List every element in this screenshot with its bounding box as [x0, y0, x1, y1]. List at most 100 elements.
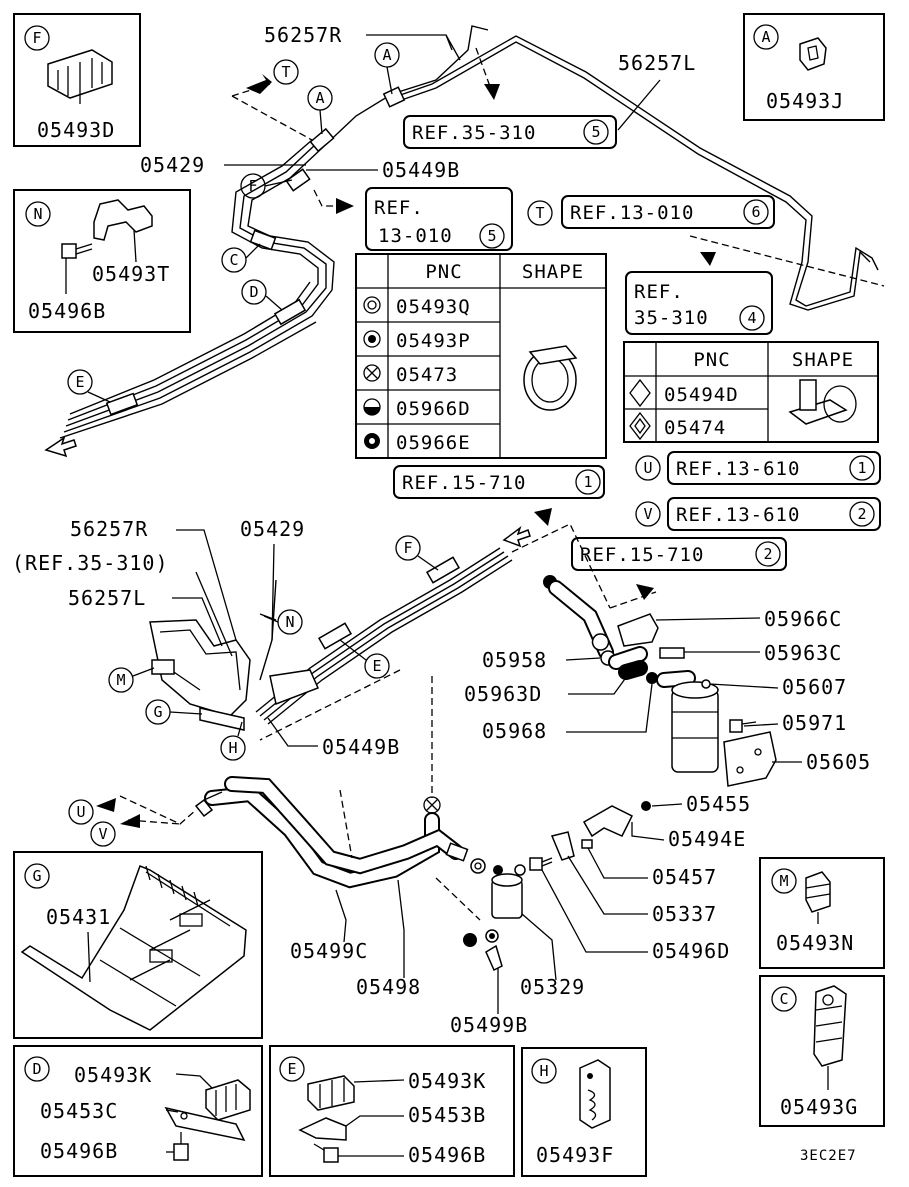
detail-box-n: N 05493T 05496B: [13, 189, 191, 333]
label-05498: 05498: [356, 975, 421, 999]
svg-text:6: 6: [751, 203, 760, 221]
ref-35-310-4-box: REF. 35-310 4: [625, 271, 773, 335]
label-05499c: 05499C: [290, 939, 368, 963]
svg-text:REF.: REF.: [374, 197, 424, 219]
ref-35-310-5-box: REF.35-310 5: [403, 115, 617, 149]
svg-text:T: T: [535, 204, 544, 222]
svg-text:M: M: [116, 671, 125, 689]
svg-text:H: H: [228, 739, 237, 757]
middle-assembly: [149, 508, 777, 787]
svg-text:D: D: [32, 1060, 41, 1078]
pnc-table-2: PNC SHAPE 05494D 05474: [623, 341, 879, 443]
label-05966c: 05966C: [764, 607, 842, 631]
svg-text:REF.15-710: REF.15-710: [580, 544, 704, 566]
svg-text:PNC: PNC: [425, 261, 462, 283]
detail-box-e: E 05493K 05453B 05496B: [269, 1045, 515, 1177]
svg-text:1: 1: [583, 473, 592, 491]
clip-05493k-e-icon: [307, 1075, 355, 1111]
thick-ring-circle-icon: [364, 433, 380, 449]
label-05958: 05958: [482, 648, 547, 672]
svg-text:E: E: [287, 1060, 296, 1078]
label-05605: 05605: [806, 750, 871, 774]
label-05429-top: 05429: [140, 153, 205, 177]
svg-text:REF.13-610: REF.13-610: [676, 458, 800, 480]
bracket-05453b-icon: [298, 1117, 347, 1141]
clip-05493k-d-icon: [205, 1079, 251, 1121]
svg-text:A: A: [761, 28, 770, 46]
ref-13-610-1-box: U REF.13-610 1: [635, 451, 881, 485]
svg-text:5: 5: [487, 227, 496, 245]
svg-text:F: F: [403, 539, 412, 557]
middle-labels: 56257R 05429 (REF.35-310) 56257L N F E M…: [12, 517, 871, 774]
label-05429-mid: 05429: [240, 517, 305, 541]
label-05493k-d: 05493K: [74, 1063, 152, 1087]
fuel-line-assembly-top: [44, 25, 879, 458]
top-callouts: A A F C D E T: [67, 42, 885, 403]
svg-text:35-310: 35-310: [634, 307, 709, 329]
svg-text:REF.: REF.: [634, 281, 684, 303]
lower-labels: 05455 05494E 05457 05337 05496D 05499C 0…: [290, 792, 751, 1037]
svg-text:2: 2: [763, 545, 772, 563]
label-05971: 05971: [782, 711, 847, 735]
label-05455: 05455: [686, 792, 751, 816]
top-labels: 56257R 56257L 05429 05449B: [140, 23, 695, 182]
bolt-05496b-icon: [61, 243, 93, 259]
label-05493n: 05493N: [776, 931, 854, 955]
svg-text:G: G: [153, 703, 162, 721]
label-05337: 05337: [652, 902, 717, 926]
clip-05493j-icon: [799, 37, 827, 71]
clip-05493d-icon: [47, 49, 113, 104]
label-05493f: 05493F: [536, 1143, 614, 1167]
ref-13-010-6-box: T REF.13-010 6: [527, 195, 775, 229]
svg-text:05493Q: 05493Q: [396, 296, 471, 318]
svg-text:V: V: [98, 825, 107, 843]
svg-text:E: E: [372, 657, 381, 675]
svg-text:05966D: 05966D: [396, 398, 471, 420]
bolt-05496b-d-icon: [173, 1132, 189, 1161]
svg-text:05493P: 05493P: [396, 330, 471, 352]
cross-circle-icon: [363, 364, 381, 382]
double-circle-icon: [363, 296, 381, 314]
detail-box-c: C 05493G: [759, 975, 885, 1127]
label-05493j: 05493J: [766, 89, 844, 113]
svg-text:05966E: 05966E: [396, 432, 471, 454]
svg-text:REF.35-310: REF.35-310: [412, 122, 536, 144]
diagram-code: 3EC2E7: [800, 1148, 857, 1164]
detail-box-a: A 05493J: [743, 13, 885, 121]
svg-text:H: H: [539, 1062, 548, 1080]
label-05457: 05457: [652, 865, 717, 889]
label-05494e: 05494E: [668, 827, 746, 851]
svg-text:N: N: [285, 613, 294, 631]
svg-text:4: 4: [747, 309, 756, 327]
detail-box-d: D 05493K 05453C 05496B: [13, 1045, 263, 1177]
svg-text:SHAPE: SHAPE: [792, 349, 854, 371]
label-56257r-mid: 56257R: [70, 517, 148, 541]
svg-text:REF.13-610: REF.13-610: [676, 504, 800, 526]
clip-05493f-icon: [579, 1059, 611, 1129]
svg-text:REF.13-010: REF.13-010: [570, 202, 694, 224]
label-05499b: 05499B: [450, 1013, 528, 1037]
label-05963d: 05963D: [464, 682, 542, 706]
pnc-table-1: PNC SHAPE 05493Q 05493P 05473 05966D 059…: [355, 253, 607, 459]
svg-text:1: 1: [857, 459, 866, 477]
label-05496b-n: 05496B: [28, 299, 106, 323]
label-05963c: 05963C: [764, 641, 842, 665]
label-05493k-e: 05493K: [408, 1069, 486, 1093]
svg-text:E: E: [75, 373, 84, 391]
label-05431: 05431: [46, 905, 111, 929]
label-05449b-mid: 05449B: [322, 735, 400, 759]
svg-text:U: U: [76, 803, 85, 821]
svg-text:05494D: 05494D: [664, 384, 739, 406]
svg-text:M: M: [779, 872, 788, 890]
svg-text:05473: 05473: [396, 364, 458, 386]
ref-13-010-5-box: REF. 13-010 5: [365, 187, 513, 251]
svg-text:G: G: [32, 867, 41, 885]
label-05968: 05968: [482, 719, 547, 743]
diamond-icon: [629, 378, 651, 408]
svg-text:T: T: [281, 63, 290, 81]
ref-13-610-2-box: V REF.13-610 2: [635, 497, 881, 531]
svg-text:U: U: [643, 459, 652, 477]
svg-text:N: N: [33, 205, 42, 223]
label-05453c: 05453C: [40, 1099, 118, 1123]
